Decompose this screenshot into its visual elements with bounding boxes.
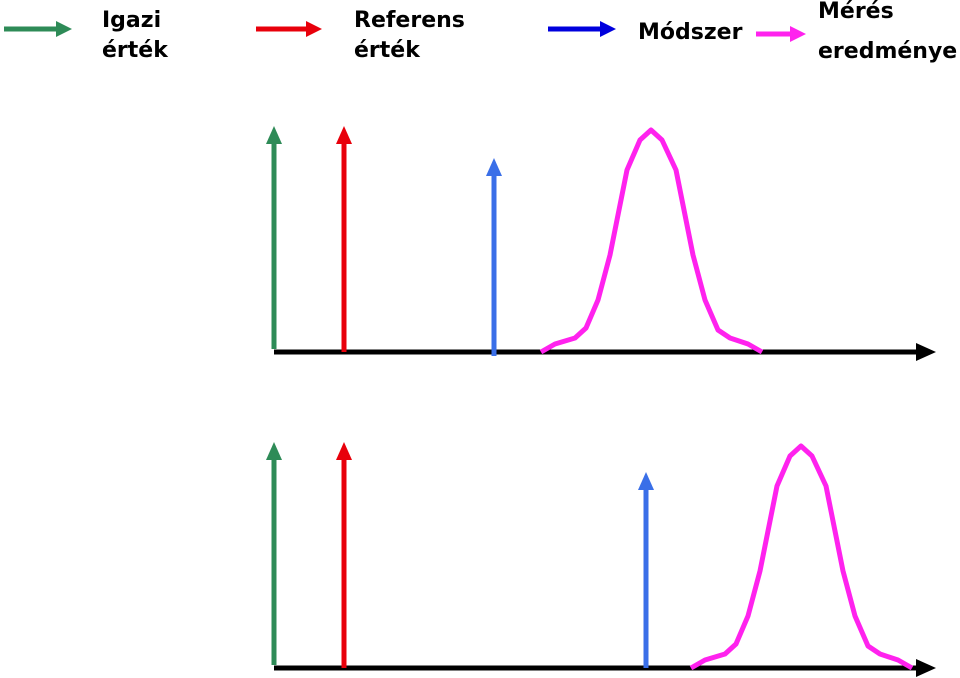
legend-true-line1: Igazi [102, 8, 162, 33]
legend-label-method: Módszer [638, 18, 742, 48]
reference-value-arrow-top [336, 126, 352, 352]
measurement-curve-bottom [689, 443, 914, 671]
legend-label-reference-value: Referens érték [354, 6, 465, 66]
legend-measurement-line1: Mérés [818, 0, 894, 24]
legend-measurement-arrow-icon [756, 26, 806, 42]
panel-bottom [266, 442, 936, 677]
measurement-curve-top [539, 127, 764, 355]
axis-top [274, 343, 936, 361]
legend-reference-arrow-icon [256, 21, 322, 37]
legend-true-arrow-icon [4, 21, 72, 37]
reference-value-arrow-bottom [336, 442, 352, 668]
method-arrow-top [486, 158, 502, 356]
legend-measurement-line2: eredménye [818, 39, 958, 64]
panel-top [266, 126, 936, 361]
legend-method-line1: Módszer [638, 20, 743, 45]
axis-bottom [274, 659, 936, 677]
method-arrow-bottom [638, 472, 654, 668]
legend-reference-line2: érték [354, 38, 420, 63]
true-value-arrow-bottom [266, 442, 282, 665]
legend-label-measurement: Mérés eredménye [818, 0, 957, 67]
legend-method-arrow-icon [548, 21, 616, 37]
legend-true-line2: érték [102, 38, 168, 63]
legend-reference-line1: Referens [354, 8, 465, 33]
true-value-arrow-top [266, 126, 282, 349]
legend-label-true-value: Igazi érték [102, 6, 168, 66]
